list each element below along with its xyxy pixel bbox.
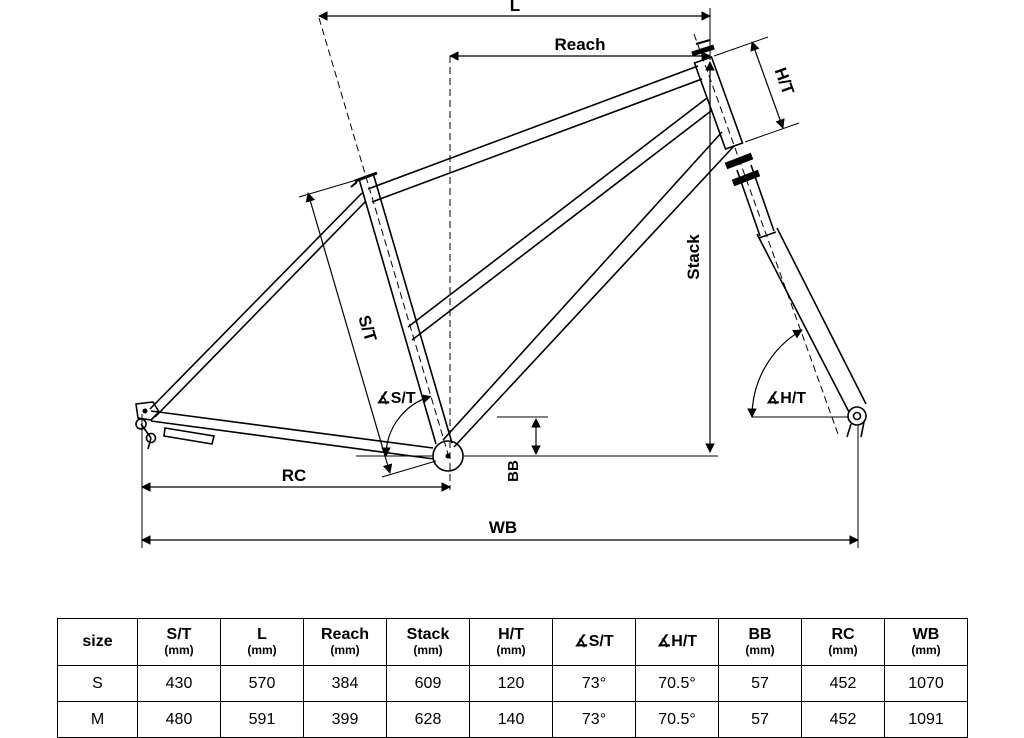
column-header-rc: RC(mm) xyxy=(801,618,885,666)
label-ht: H/T xyxy=(771,65,798,98)
table-cell: 480 xyxy=(137,701,221,738)
column-header-size: size xyxy=(57,618,138,666)
dim-ht xyxy=(750,41,785,129)
frame-geometry-diagram: L Reach Stack H/T S/T ∡S/T ∡H/T BB RC WB xyxy=(135,0,867,548)
construction-lines xyxy=(141,8,859,548)
rear-dropout xyxy=(135,401,161,421)
dim-st xyxy=(305,192,393,474)
bike-frame xyxy=(135,39,744,472)
table-cell: 591 xyxy=(220,701,304,738)
table-cell: 452 xyxy=(801,701,885,738)
table-cell: S xyxy=(57,665,138,702)
head-tube-axis-line xyxy=(693,33,839,435)
column-header-angle-ht: ∡H/T xyxy=(635,618,719,666)
dimension-lines xyxy=(141,11,859,545)
rear-derailleur xyxy=(135,418,147,430)
table-cell: 57 xyxy=(718,665,802,702)
mid-tube xyxy=(407,97,708,328)
seat-clamp xyxy=(354,171,378,183)
table-cell: 609 xyxy=(386,665,470,702)
table-cell: 628 xyxy=(386,701,470,738)
column-header-bb: BB(mm) xyxy=(718,618,802,666)
rear-axle xyxy=(142,408,148,414)
front-fork xyxy=(724,152,867,438)
bottom-bracket xyxy=(432,440,464,472)
down-tube xyxy=(442,131,723,441)
seat-tube-axis-line xyxy=(318,17,449,455)
table-cell: 57 xyxy=(718,701,802,738)
header-row: size S/T(mm) L(mm) Reach(mm) Stack(mm) H… xyxy=(57,618,968,666)
label-angle-ht: ∡H/T xyxy=(766,390,806,407)
chain-stay xyxy=(150,410,434,449)
geometry-table: size S/T(mm) L(mm) Reach(mm) Stack(mm) H… xyxy=(57,618,968,738)
fork-crown xyxy=(724,152,754,170)
table-cell: 430 xyxy=(137,665,221,702)
dim-angle-ht-arc xyxy=(747,329,803,418)
table-row-size-s: S 430 570 384 609 120 73° 70.5° 57 452 1… xyxy=(57,665,968,702)
label-angle-st: ∡S/T xyxy=(376,390,415,407)
label-rc: RC xyxy=(282,466,307,485)
label-st: S/T xyxy=(354,313,380,344)
column-header-stack: Stack(mm) xyxy=(386,618,470,666)
table-cell: 70.5° xyxy=(635,701,719,738)
label-wb: WB xyxy=(489,518,517,537)
column-header-angle-st: ∡S/T xyxy=(552,618,636,666)
table-cell: 384 xyxy=(303,665,387,702)
dim-angle-st-arc xyxy=(381,394,432,457)
label-bb: BB xyxy=(505,460,522,482)
geometry-table-section: size S/T(mm) L(mm) Reach(mm) Stack(mm) H… xyxy=(0,596,1024,738)
kickstand-plate xyxy=(163,427,215,445)
column-header-st: S/T(mm) xyxy=(137,618,221,666)
column-header-ht: H/T(mm) xyxy=(469,618,553,666)
label-l: L xyxy=(510,0,520,15)
table-cell: 570 xyxy=(220,665,304,702)
table-cell: 452 xyxy=(801,665,885,702)
top-tube xyxy=(367,65,699,190)
table-cell: 399 xyxy=(303,701,387,738)
column-header-reach: Reach(mm) xyxy=(303,618,387,666)
label-reach: Reach xyxy=(554,35,605,54)
stem xyxy=(691,44,715,57)
column-header-l: L(mm) xyxy=(220,618,304,666)
table-cell: 73° xyxy=(552,701,636,738)
table-cell: 70.5° xyxy=(635,665,719,702)
table-row-size-m: M 480 591 399 628 140 73° 70.5° 57 452 1… xyxy=(57,701,968,738)
fork-stanchion xyxy=(736,169,761,237)
table-cell: 140 xyxy=(469,701,553,738)
table-cell: M xyxy=(57,701,138,738)
table-cell: 73° xyxy=(552,665,636,702)
table-cell: 1070 xyxy=(884,665,968,702)
column-header-wb: WB(mm) xyxy=(884,618,968,666)
table-cell: 120 xyxy=(469,665,553,702)
front-axle xyxy=(847,406,867,426)
seat-stay xyxy=(149,192,363,410)
label-stack: Stack xyxy=(684,234,703,280)
fork-leg xyxy=(756,233,850,413)
table-cell: 1091 xyxy=(884,701,968,738)
